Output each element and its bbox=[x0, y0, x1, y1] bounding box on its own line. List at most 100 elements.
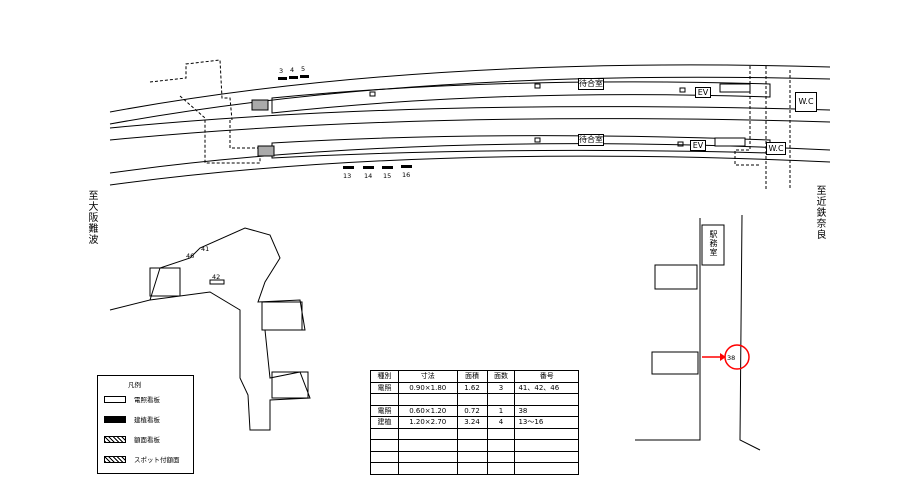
stair-hatch bbox=[251, 99, 269, 111]
sign-number-3: 3 bbox=[279, 67, 283, 75]
spec-header: 面数 bbox=[486, 370, 516, 383]
spec-header: 番号 bbox=[514, 370, 579, 383]
sign-bar-5 bbox=[300, 75, 309, 78]
legend-item: 額面看板 bbox=[104, 434, 160, 444]
direction-right: 至近鉄奈良 bbox=[814, 185, 825, 240]
table-cell bbox=[370, 462, 399, 475]
table-cell bbox=[397, 393, 458, 406]
direction-left: 至大阪難波 bbox=[86, 190, 97, 245]
table-row bbox=[370, 450, 579, 463]
table-cell bbox=[486, 439, 516, 452]
waiting-room-top: 待合室 bbox=[578, 78, 604, 90]
table-cell bbox=[456, 393, 488, 406]
legend-label: 額面看板 bbox=[134, 436, 160, 444]
table-cell: 38 bbox=[514, 404, 579, 417]
sign-number-4: 4 bbox=[290, 66, 294, 74]
table-cell bbox=[397, 427, 458, 440]
equipment-mark bbox=[677, 141, 684, 147]
spec-header: 寸法 bbox=[397, 370, 458, 383]
legend: 凡例 電照看板 建植看板 額面看板 スポット付額面 bbox=[97, 375, 194, 474]
sign-number-42: 42 bbox=[212, 273, 220, 281]
spec-header: 種別 bbox=[370, 370, 399, 383]
stair-hatch bbox=[714, 137, 746, 147]
equipment-mark bbox=[534, 83, 541, 89]
table-cell bbox=[370, 439, 399, 452]
table-cell: 41、42、46 bbox=[514, 381, 579, 394]
table-cell: 13〜16 bbox=[514, 416, 579, 429]
table-cell bbox=[370, 427, 399, 440]
track-line bbox=[109, 155, 831, 186]
sign-bar-16 bbox=[401, 165, 412, 168]
table-cell bbox=[456, 462, 488, 475]
station-office-label: 駅務室 bbox=[709, 230, 718, 257]
table-cell bbox=[456, 450, 488, 463]
table-cell: 1.20×2.70 bbox=[397, 416, 458, 429]
legend-label: 電照看板 bbox=[134, 396, 160, 404]
waiting-room-bottom: 待合室 bbox=[578, 134, 604, 146]
table-cell bbox=[486, 450, 516, 463]
legend-swatch-hatch bbox=[104, 435, 126, 443]
wc-right: W.C bbox=[795, 92, 817, 112]
table-row bbox=[370, 427, 579, 440]
station-office bbox=[701, 224, 725, 266]
table-cell: 建植 bbox=[370, 416, 399, 429]
table-cell: 3.24 bbox=[456, 416, 488, 429]
sign-bar-3 bbox=[278, 77, 287, 80]
legend-item: スポット付額面 bbox=[104, 454, 180, 464]
stair-southeast bbox=[271, 371, 309, 399]
legend-label: 建植看板 bbox=[134, 416, 160, 424]
table-row: 建植 1.20×2.70 3.24 4 13〜16 bbox=[370, 416, 579, 429]
sign-bar-13 bbox=[343, 166, 354, 169]
track-line bbox=[109, 76, 831, 125]
table-row: 電照 0.60×1.20 0.72 1 38 bbox=[370, 404, 579, 417]
upper-platform bbox=[271, 81, 771, 114]
table-cell: 3 bbox=[486, 381, 516, 394]
table-cell: 電照 bbox=[370, 404, 399, 417]
spec-table: 種別 寸法 面積 面数 番号 電照 0.90×1.80 1.62 3 41、42… bbox=[370, 370, 579, 475]
table-cell bbox=[486, 427, 516, 440]
sign-number-5: 5 bbox=[301, 65, 305, 73]
table-cell bbox=[370, 450, 399, 463]
sign-bar-4 bbox=[289, 76, 298, 79]
ev-bottom: EV bbox=[690, 140, 706, 151]
table-cell: 電照 bbox=[370, 381, 399, 394]
sign-number-15: 15 bbox=[383, 172, 391, 180]
stair-right-upper bbox=[654, 264, 698, 290]
sign-number-46: 46 bbox=[186, 252, 194, 260]
spec-header-row: 種別 寸法 面積 面数 番号 bbox=[370, 370, 579, 383]
legend-swatch-spot bbox=[104, 455, 126, 463]
table-row bbox=[370, 439, 579, 452]
table-cell bbox=[514, 439, 579, 452]
sign-number-41: 41 bbox=[201, 245, 209, 253]
station-corridor bbox=[739, 214, 761, 451]
track-line bbox=[109, 118, 831, 141]
track-line bbox=[109, 106, 831, 129]
table-cell bbox=[514, 427, 579, 440]
sign-bar-14 bbox=[363, 166, 374, 169]
table-cell bbox=[370, 393, 399, 406]
table-cell: 0.60×1.20 bbox=[397, 404, 458, 417]
station-corridor bbox=[635, 218, 701, 441]
table-cell bbox=[514, 393, 579, 406]
table-cell bbox=[514, 462, 579, 475]
spec-header: 面積 bbox=[456, 370, 488, 383]
table-row bbox=[370, 462, 579, 475]
equipment-mark bbox=[369, 91, 376, 97]
stair-hatch bbox=[719, 83, 751, 93]
table-cell bbox=[486, 393, 516, 406]
stair-hatch bbox=[257, 145, 275, 157]
sign-bar-15 bbox=[382, 166, 393, 169]
sign-number-38: 38 bbox=[727, 354, 735, 362]
table-row bbox=[370, 393, 579, 406]
table-cell: 1 bbox=[486, 404, 516, 417]
track-line bbox=[109, 64, 831, 113]
table-cell bbox=[514, 450, 579, 463]
ev-top: EV bbox=[695, 87, 711, 98]
table-cell bbox=[397, 450, 458, 463]
table-cell bbox=[456, 427, 488, 440]
legend-swatch-outline bbox=[104, 395, 126, 403]
sign-number-14: 14 bbox=[364, 172, 372, 180]
legend-title: 凡例 bbox=[128, 381, 141, 389]
stair-south bbox=[261, 301, 303, 331]
